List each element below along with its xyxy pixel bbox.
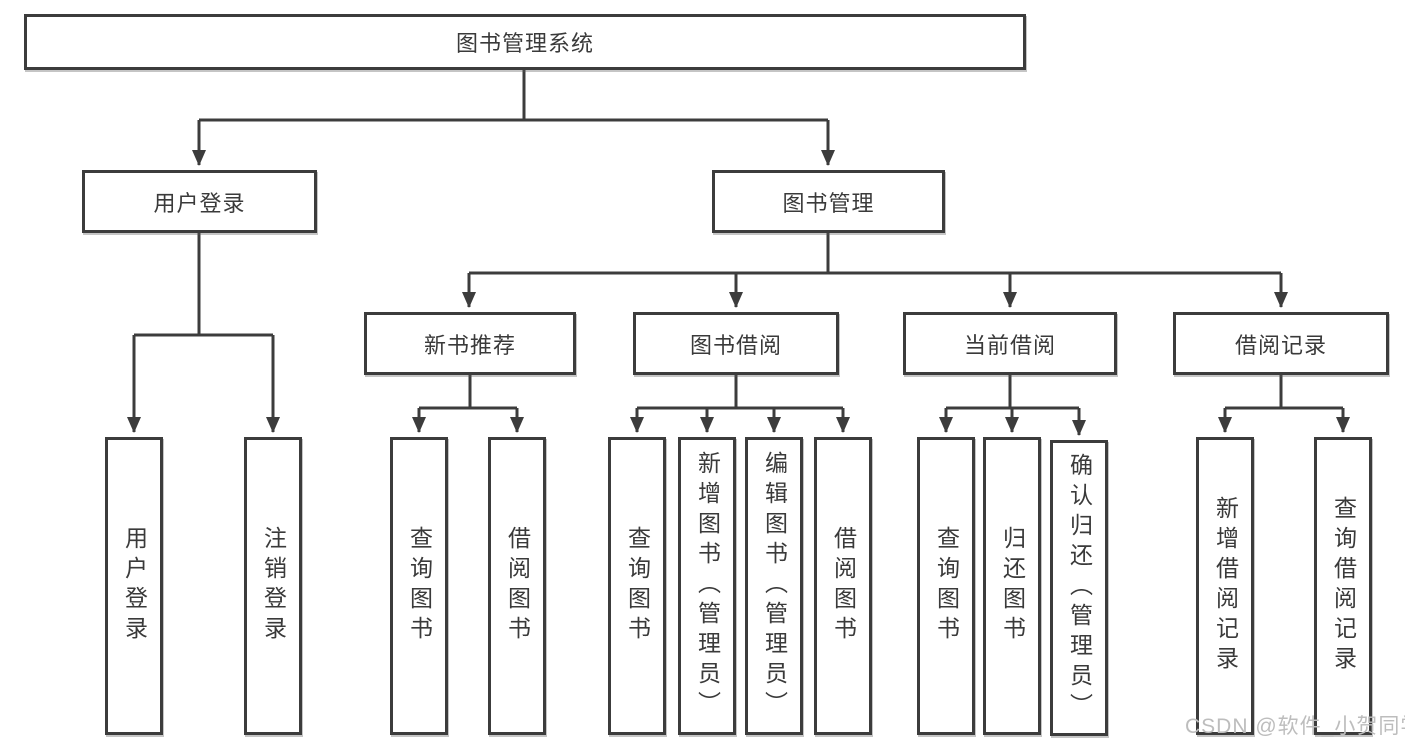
node-label: 图书借阅 bbox=[689, 332, 782, 358]
node-borrowing-records: 借阅记录 bbox=[1173, 312, 1389, 375]
leaf-records-add-record: 新增借阅记录 bbox=[1196, 437, 1254, 735]
connector-new-book-recommend-to-leaves bbox=[412, 375, 524, 433]
csdn-watermark: CSDN @软件_小贺同学 bbox=[1185, 715, 1405, 738]
leaf-label: 查询图书 bbox=[406, 526, 433, 646]
leaf-borrowing-borrow-books: 借阅图书 bbox=[814, 437, 872, 735]
leaf-user-login: 用户登录 bbox=[105, 437, 163, 735]
node-book-management: 图书管理 bbox=[712, 170, 945, 233]
node-label: 图书管理 bbox=[782, 190, 875, 216]
leaf-label: 新增图书（管理员） bbox=[694, 451, 721, 721]
leaf-label: 借阅图书 bbox=[830, 526, 857, 646]
leaf-label: 查询图书 bbox=[624, 526, 651, 646]
connector-current-borrowing-to-leaves bbox=[939, 375, 1086, 436]
connector-borrowing-records-to-leaves bbox=[1218, 375, 1350, 433]
leaf-label: 确认归还（管理员） bbox=[1066, 453, 1093, 723]
node-user-login: 用户登录 bbox=[82, 170, 317, 233]
leaf-label: 编辑图书（管理员） bbox=[761, 451, 788, 721]
connector-book-management-to-modules bbox=[462, 233, 1288, 308]
leaf-records-query-record: 查询借阅记录 bbox=[1314, 437, 1372, 735]
leaf-label: 用户登录 bbox=[121, 526, 148, 646]
node-book-borrowing: 图书借阅 bbox=[633, 312, 839, 375]
connector-root-to-branches bbox=[192, 70, 835, 166]
leaf-label: 归还图书 bbox=[999, 526, 1026, 646]
connector-book-borrowing-to-leaves bbox=[630, 375, 850, 433]
node-label: 用户登录 bbox=[153, 190, 246, 216]
leaf-current-return-books: 归还图书 bbox=[983, 437, 1041, 735]
leaf-label: 新增借阅记录 bbox=[1212, 496, 1239, 676]
node-library-management-system: 图书管理系统 bbox=[24, 14, 1026, 70]
connector-user-login-to-leaves bbox=[127, 233, 280, 433]
leaf-borrowing-query-books: 查询图书 bbox=[608, 437, 666, 735]
node-label: 当前借阅 bbox=[963, 332, 1056, 358]
leaf-label: 注销登录 bbox=[260, 526, 287, 646]
leaf-label: 查询借阅记录 bbox=[1330, 496, 1357, 676]
node-current-borrowing: 当前借阅 bbox=[903, 312, 1117, 375]
node-label: 新书推荐 bbox=[423, 332, 516, 358]
leaf-label: 查询图书 bbox=[933, 526, 960, 646]
leaf-borrowing-edit-books-admin: 编辑图书（管理员） bbox=[745, 437, 803, 735]
node-label: 借阅记录 bbox=[1234, 332, 1327, 358]
leaf-logout: 注销登录 bbox=[244, 437, 302, 735]
leaf-recommend-query-books: 查询图书 bbox=[390, 437, 448, 735]
leaf-current-query-books: 查询图书 bbox=[917, 437, 975, 735]
leaf-label: 借阅图书 bbox=[504, 526, 531, 646]
leaf-recommend-borrow-books: 借阅图书 bbox=[488, 437, 546, 735]
node-label: 图书管理系统 bbox=[455, 31, 594, 56]
leaf-borrowing-add-books-admin: 新增图书（管理员） bbox=[678, 437, 736, 735]
leaf-current-confirm-return-admin: 确认归还（管理员） bbox=[1050, 440, 1108, 736]
node-new-book-recommend: 新书推荐 bbox=[364, 312, 576, 375]
